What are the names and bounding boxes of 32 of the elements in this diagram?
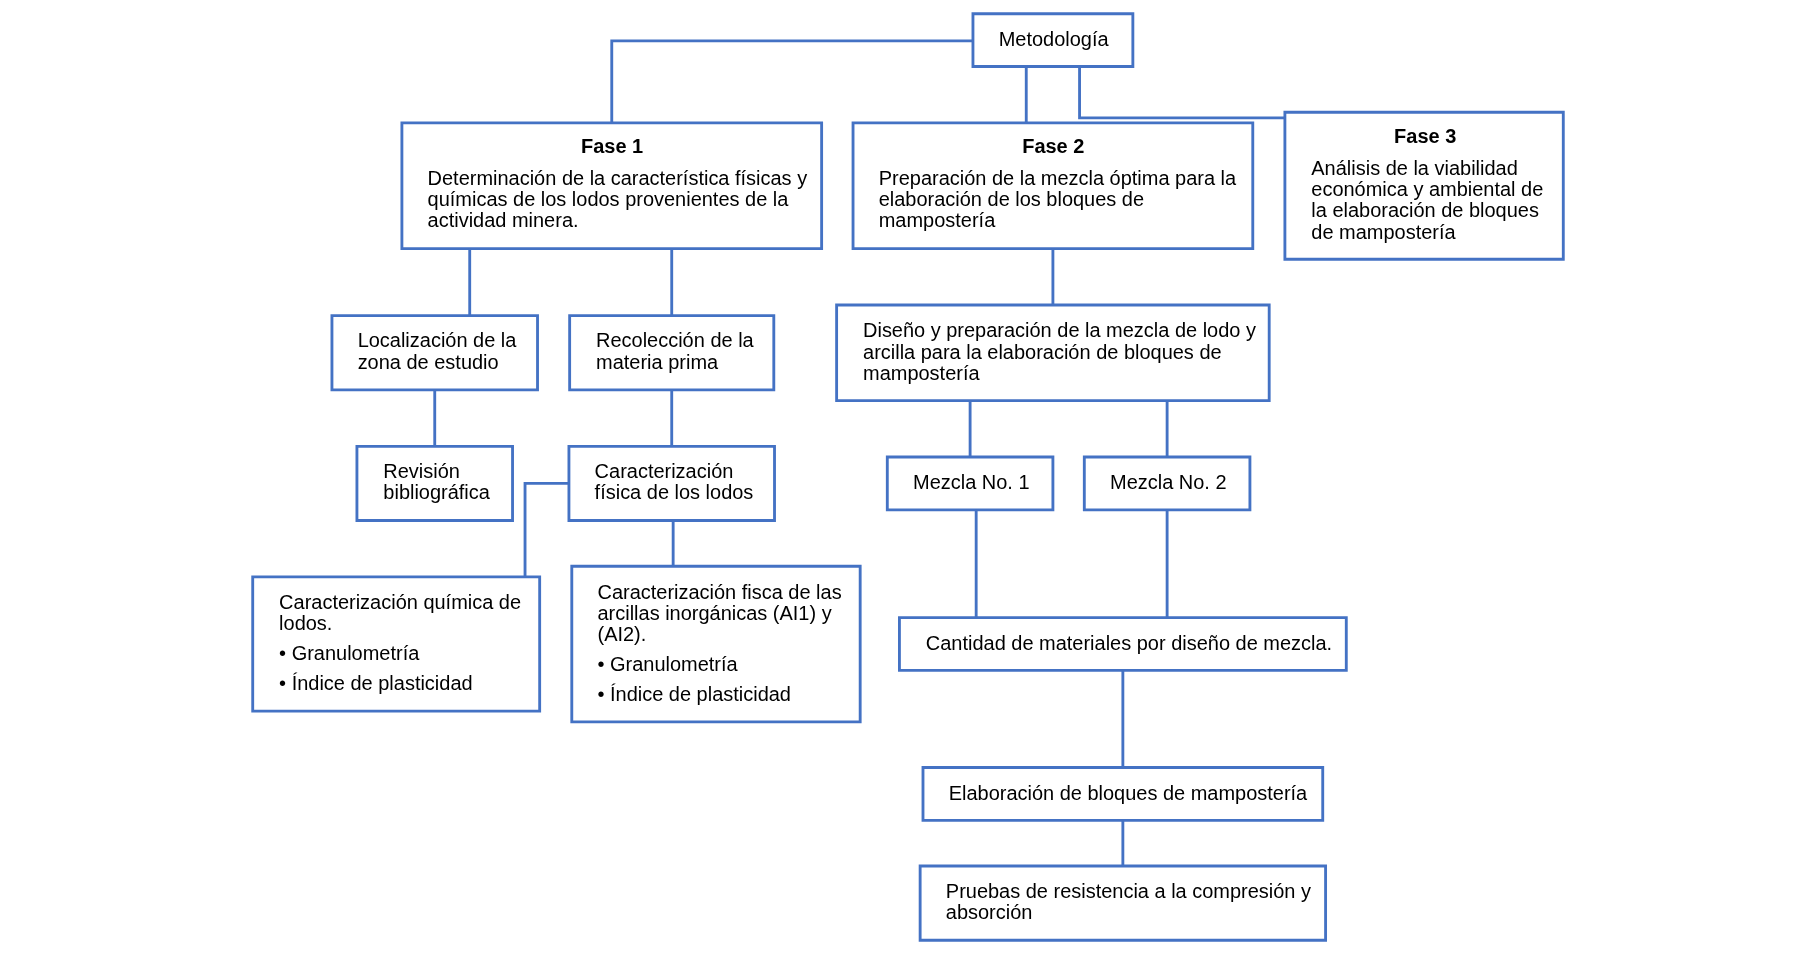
connector — [467, 248, 471, 316]
connector — [1120, 670, 1124, 768]
node-box: Fase 2 Preparación de la mezcla óptima para la elaboración de los bloques de mampostería — [851, 121, 1254, 250]
node-box: Fase 3 Análisis de la viabilidad económica y ambiental de la elaboración de bloques de mampostería — [1282, 110, 1565, 261]
connector — [523, 482, 569, 577]
connector — [669, 248, 673, 316]
connector — [671, 520, 675, 566]
node-box: Caracterización química de lodos. • Granulometría • Índice de plasticidad — [250, 575, 541, 713]
connector — [432, 390, 436, 447]
connector — [1024, 66, 1028, 123]
node-box: Cantidad de materiales por diseño de mezcla. — [897, 616, 1348, 672]
node-box: Mezcla No. 1 — [885, 455, 1054, 512]
node-box: Localización de la zona de estudio — [330, 314, 539, 392]
node-box: Caracterización física de los lodos — [567, 444, 776, 522]
node-box: Elaboración de bloques de mampostería — [921, 766, 1324, 822]
connector — [974, 509, 978, 618]
node-box: Caracterización fisca de las arcillas inorgánicas (AI1) y (AI2). • Granulometría • Índice de plasticidad — [569, 564, 862, 724]
node-box: Mezcla No. 2 — [1082, 455, 1251, 512]
connector — [1165, 509, 1169, 618]
connector — [1120, 820, 1124, 866]
connector — [609, 39, 972, 123]
node-box: Recolección de la materia prima — [567, 314, 775, 392]
node-box: Pruebas de resistencia a la compresión y absorción — [918, 864, 1327, 942]
connector — [1165, 400, 1169, 457]
connector — [968, 400, 972, 457]
connector — [1077, 66, 1284, 120]
node-box: Diseño y preparación de la mezcla de lodo y arcilla para la elaboración de bloques de mampostería — [834, 303, 1271, 403]
connector — [1051, 248, 1054, 305]
node-box: Fase 1 Determinación de la característica físicas y químicas de los lodos provenientes de la actividad minera. — [399, 121, 823, 250]
node-box: Revisión bibliográfica — [355, 444, 514, 522]
connector — [669, 390, 673, 447]
node-box: Metodología — [971, 12, 1134, 68]
